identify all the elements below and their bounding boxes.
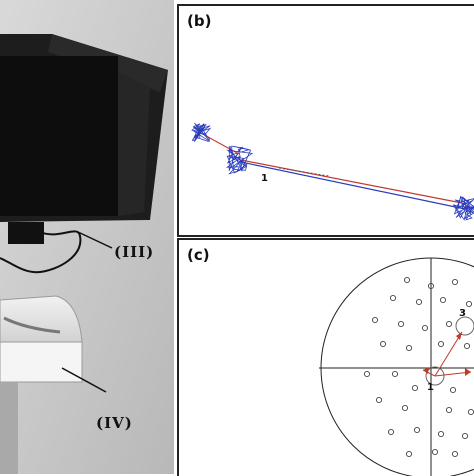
stimulus-point bbox=[461, 432, 469, 440]
stimulus-point bbox=[449, 386, 457, 394]
stimulus-point bbox=[439, 296, 447, 304]
fixation-cluster bbox=[453, 195, 474, 221]
stimulus-point bbox=[379, 340, 387, 348]
stimulus-point bbox=[451, 278, 459, 286]
stimulus-point bbox=[427, 282, 435, 290]
monitor-screen bbox=[0, 56, 118, 216]
panel-c-label: (c) bbox=[187, 246, 210, 264]
trace-segment-red bbox=[240, 159, 468, 205]
stimulus-point bbox=[405, 450, 413, 458]
visual-field-plot bbox=[319, 257, 474, 476]
fixation-cluster bbox=[225, 145, 254, 175]
panel-b: (b) 1 bbox=[177, 4, 474, 237]
stimulus-point bbox=[403, 276, 411, 284]
stimulus-point bbox=[431, 448, 439, 456]
saccade-arrow bbox=[434, 331, 463, 377]
stimulus-point bbox=[421, 324, 429, 332]
panel-b-label: (b) bbox=[187, 12, 212, 30]
stimulus-point bbox=[437, 430, 445, 438]
cable bbox=[0, 230, 82, 274]
stimulus-point bbox=[389, 294, 397, 302]
target-ring-3 bbox=[455, 316, 474, 336]
panel-c: (c) 3 1 bbox=[177, 238, 474, 476]
target-label-1: 1 bbox=[427, 382, 434, 393]
stimulus-point bbox=[463, 342, 471, 350]
stimulus-point bbox=[415, 298, 423, 306]
stimulus-point bbox=[375, 396, 383, 404]
field-boundary bbox=[320, 257, 474, 476]
stimulus-point bbox=[445, 320, 453, 328]
stimulus-point bbox=[413, 426, 421, 434]
stimulus-point bbox=[371, 316, 379, 324]
fixation-cluster bbox=[191, 122, 212, 142]
fixation-label: 1 bbox=[261, 173, 268, 184]
stimulus-point bbox=[445, 406, 453, 414]
stimulus-point bbox=[437, 340, 445, 348]
stimulus-point bbox=[411, 384, 419, 392]
stimulus-point bbox=[397, 320, 405, 328]
stimulus-point bbox=[363, 370, 371, 378]
stimulus-point bbox=[451, 450, 459, 458]
target-label-3: 3 bbox=[459, 308, 466, 319]
stimulus-point bbox=[467, 408, 474, 416]
stimulus-point bbox=[387, 428, 395, 436]
setup-photo: (III) (IV) bbox=[0, 0, 174, 474]
label-iii: (III) bbox=[114, 243, 155, 261]
gaze-trace-plot bbox=[191, 122, 474, 221]
stimulus-point bbox=[401, 404, 409, 412]
stimulus-point bbox=[405, 344, 413, 352]
target-ring-1 bbox=[425, 366, 445, 386]
trace-segment-blue bbox=[240, 161, 466, 210]
stimulus-point bbox=[465, 300, 473, 308]
stimulus-point bbox=[391, 370, 399, 378]
setup-photo-drawing bbox=[0, 0, 174, 474]
label-iv: (IV) bbox=[96, 414, 133, 432]
